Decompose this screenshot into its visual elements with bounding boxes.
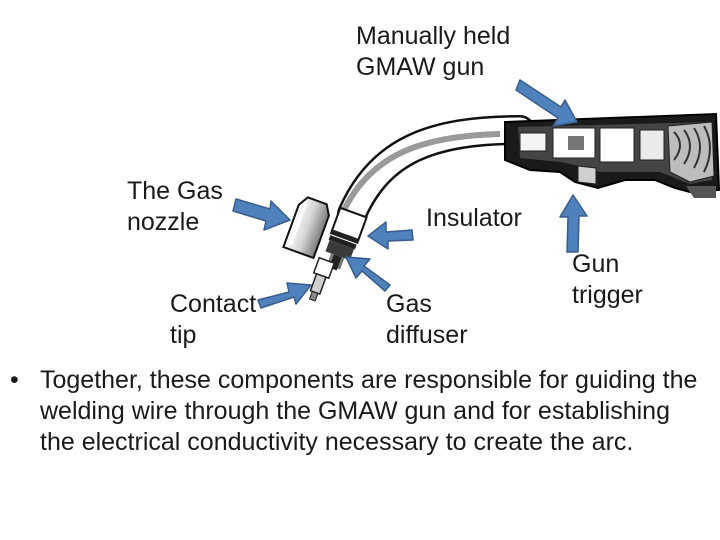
- arrow-to-contact-tip: [257, 282, 312, 309]
- label-gas-diffuser: Gas diffuser: [386, 290, 468, 349]
- bullet-marker: •: [10, 366, 19, 394]
- bullet-text: Together, these components are responsib…: [40, 366, 698, 456]
- label-gas-nozzle: The Gas nozzle: [127, 177, 223, 236]
- contact-tip-part: [308, 256, 336, 302]
- arrow-to-insulator: [367, 221, 414, 250]
- gmaw-gun-diagram: [232, 79, 720, 309]
- bullet-point: • Together, these components are respons…: [10, 365, 700, 458]
- gas-nozzle-part: [282, 196, 330, 260]
- label-gun-trigger: Gun trigger: [572, 250, 643, 309]
- label-contact-tip: Contact tip: [170, 290, 257, 349]
- arrow-to-gas-diffuser: [345, 256, 391, 292]
- arrow-to-gun: [515, 79, 578, 127]
- label-gmaw-gun: Manually held GMAW gun: [356, 22, 511, 81]
- gun-neck: [337, 115, 535, 229]
- arrow-to-nozzle: [232, 198, 291, 231]
- gun-handle: [504, 112, 720, 198]
- arrow-to-trigger: [559, 194, 588, 253]
- label-insulator: Insulator: [426, 204, 522, 232]
